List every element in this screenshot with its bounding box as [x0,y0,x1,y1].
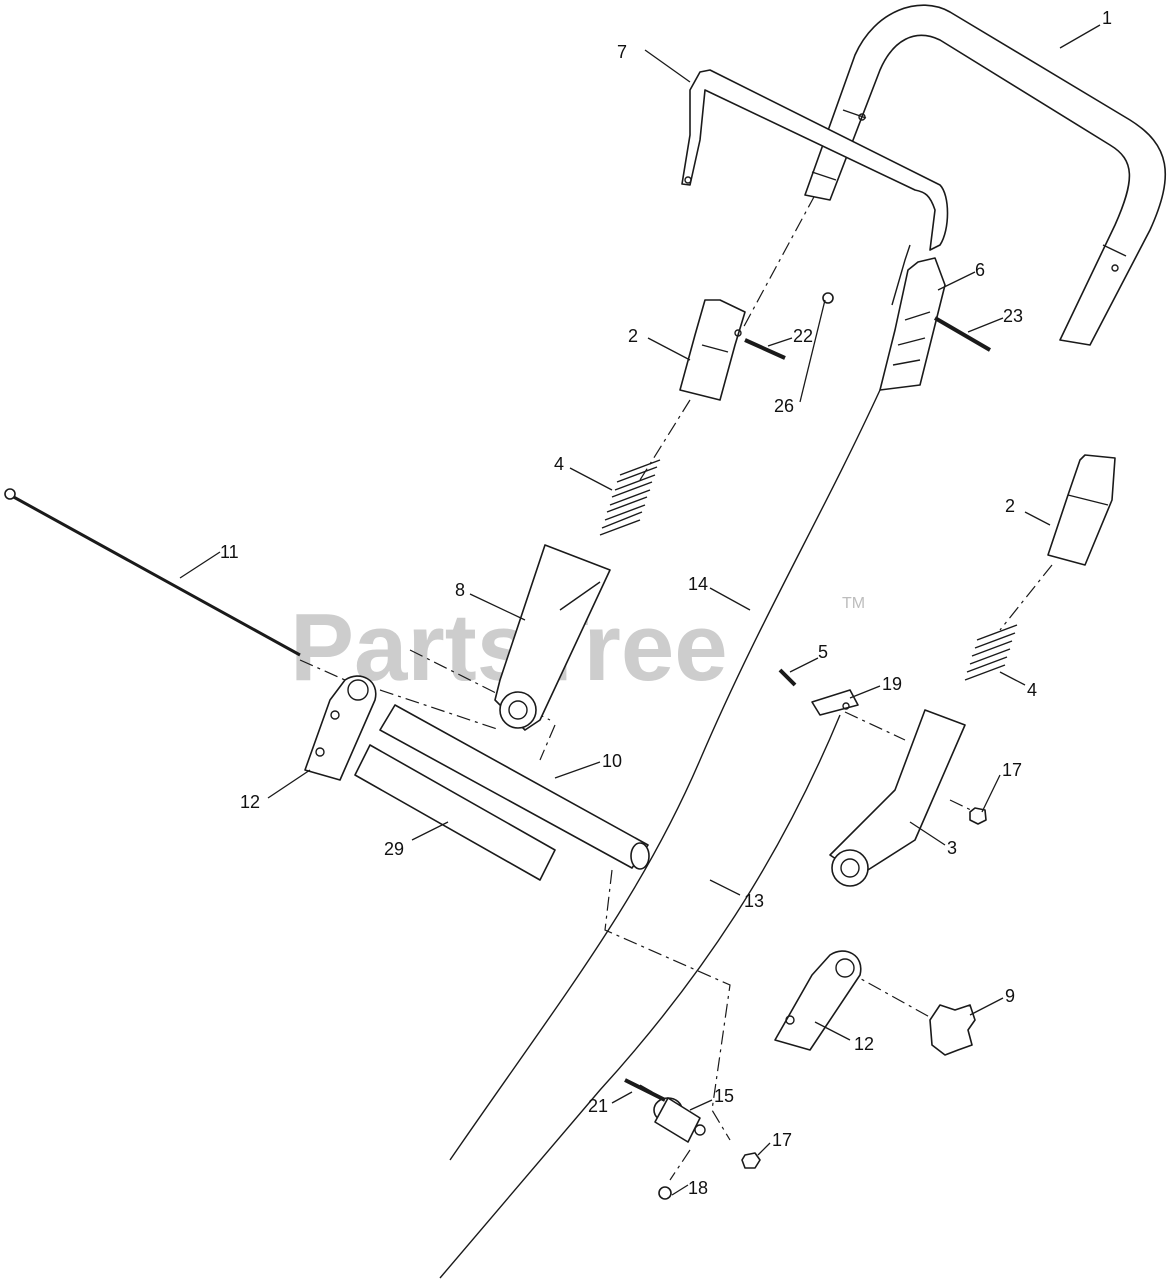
screw-22 [744,338,786,360]
callout-12-right: 12 [854,1034,874,1054]
connector-15 [653,1097,706,1143]
screw-5 [778,668,797,687]
callout-2-left: 2 [628,326,638,346]
spring-left [599,459,661,536]
callout-21: 21 [588,1096,608,1116]
cable-bracket [879,257,946,391]
callout-11: 11 [220,542,239,562]
screw-21 [624,1078,666,1102]
callout-8: 8 [455,580,465,600]
callout-23: 23 [1003,306,1023,326]
callout-labels: 1 7 6 23 2 22 26 4 8 11 14 5 19 2 4 17 3… [220,8,1112,1198]
callout-4-right: 4 [1027,680,1037,700]
leader-lines [179,24,1101,1196]
cable-14 [449,389,881,1161]
callout-6: 6 [975,260,985,280]
callout-29: 29 [384,839,404,859]
callout-19: 19 [882,674,902,694]
pin [933,316,992,352]
callout-22: 22 [793,326,813,346]
callout-26: 26 [774,396,794,416]
callout-9: 9 [1005,986,1015,1006]
mount-right [774,950,862,1051]
callout-17-bottom: 17 [772,1130,792,1150]
callout-15: 15 [714,1086,734,1106]
callout-5: 5 [818,642,828,662]
callout-7: 7 [617,42,627,62]
callout-1: 1 [1102,8,1112,28]
nut-17-bottom [741,1152,761,1169]
cable-13 [439,714,841,1279]
rod-11 [4,488,301,657]
callout-12-left: 12 [240,792,260,812]
alignment-lines [299,194,1053,1181]
tube-upper-left [679,299,746,401]
tube-upper-right [1047,454,1116,566]
control-bail [681,69,949,306]
callout-14: 14 [688,574,708,594]
washer-18 [658,1186,672,1200]
axle-10 [379,704,650,870]
callout-2-right: 2 [1005,496,1015,516]
callout-18: 18 [688,1178,708,1198]
clip-19 [811,689,859,716]
callout-13: 13 [744,891,764,911]
upper-handle [804,4,1167,346]
callout-4-left: 4 [554,454,564,474]
spring-right [964,624,1018,681]
lower-bracket-right [829,709,966,887]
callout-3: 3 [947,838,957,858]
sleeve-29 [354,744,556,881]
callout-10: 10 [602,751,622,771]
callout-17-right: 17 [1002,760,1022,780]
mount-left [304,675,377,781]
knob-9 [929,1004,976,1056]
nut-17-right [969,807,987,825]
lower-bracket-left [494,544,611,731]
watermark-trademark: TM [842,595,865,612]
